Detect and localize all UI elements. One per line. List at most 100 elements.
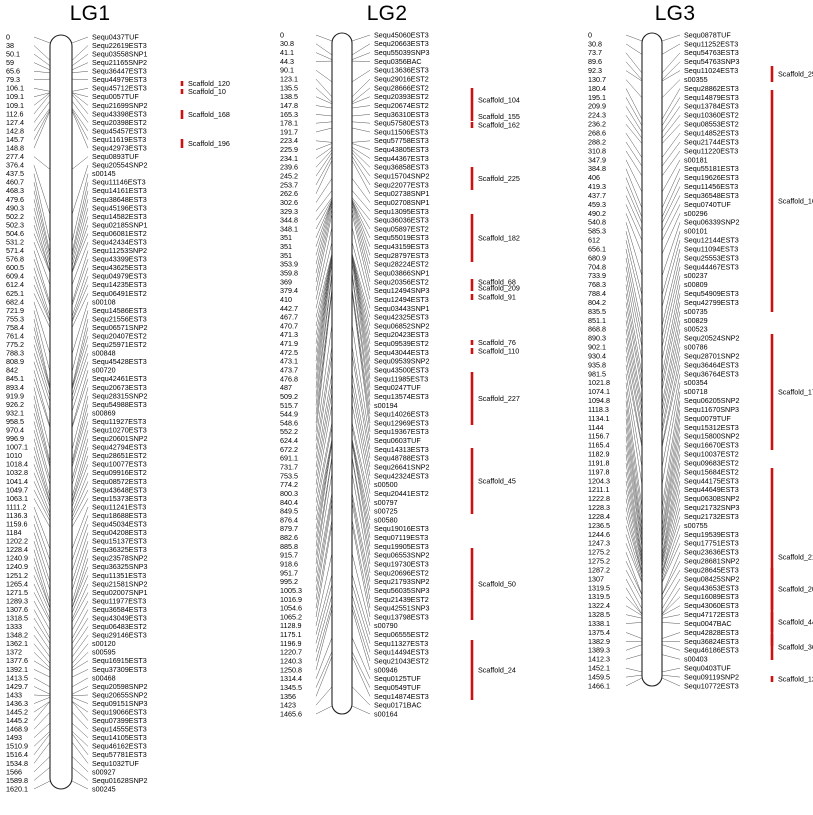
- position-label: 178.1: [280, 119, 298, 128]
- position-label: 209.9: [588, 102, 606, 111]
- marker-label: Sequ0079TUF: [684, 414, 731, 423]
- position-label: 437.5: [6, 169, 24, 178]
- marker-label: s00245: [92, 784, 116, 793]
- marker-label: Sequ11253SNP2: [92, 246, 147, 255]
- position-label: 1041.4: [6, 477, 28, 486]
- marker-label: Sequ26641SNP2: [374, 462, 430, 471]
- position-label: 442.7: [280, 304, 298, 313]
- position-label: 147.8: [280, 101, 298, 110]
- marker-label: Sequ02708SNP1: [374, 198, 430, 207]
- chromosome-bar-lg2: [331, 32, 353, 715]
- connector-lines: [315, 34, 371, 715]
- marker-label: Sequ18688EST3: [92, 511, 147, 520]
- position-label: 731.7: [280, 462, 298, 471]
- marker-label: Sequ45712EST3: [92, 84, 147, 93]
- position-label: 926.2: [6, 400, 24, 409]
- position-label: 106.1: [6, 84, 24, 93]
- marker-label: Sequ57758EST3: [374, 136, 429, 145]
- position-label: 1222.8: [588, 494, 610, 503]
- marker-label: Sequ06553SNP2: [374, 551, 430, 560]
- marker-label: Sequ02738SNP1: [374, 189, 430, 198]
- position-label: 245.2: [280, 171, 298, 180]
- marker-label: Sequ14586EST3: [92, 306, 147, 315]
- position-label: 0: [588, 30, 592, 39]
- marker-label: Sequ06852SNP2: [374, 321, 430, 330]
- marker-label: s00927: [92, 767, 116, 776]
- position-label: 758.4: [6, 323, 24, 332]
- position-label: 1063.1: [6, 494, 28, 503]
- marker-label-column: Sequ45060EST3Sequ20663EST3Sequ55039SNP3S…: [374, 30, 430, 718]
- marker-label: s00946: [374, 665, 398, 674]
- position-label: 571.4: [6, 246, 24, 255]
- position-label: 30.8: [588, 39, 602, 48]
- position-label: 473.1: [280, 357, 298, 366]
- position-label: 849.5: [280, 507, 298, 516]
- position-label: 1465.6: [280, 709, 302, 718]
- position-label: 1175.1: [280, 630, 301, 639]
- marker-label: Sequ12144EST3: [684, 236, 739, 245]
- marker-label: Sequ14313EST3: [374, 445, 429, 454]
- marker-label: s00468: [92, 673, 116, 682]
- marker-label: Sequ11327EST3: [374, 639, 428, 648]
- marker-label: Sequ0603TUF: [374, 436, 421, 445]
- marker-label: Sequ23636EST3: [684, 548, 739, 557]
- chromosome-bar-lg3: [641, 32, 663, 687]
- marker-label: Sequ45034EST3: [92, 519, 147, 528]
- position-label: 996.9: [6, 434, 24, 443]
- position-label: 127.4: [6, 118, 24, 127]
- marker-label: Sequ54763SNP3: [684, 57, 740, 66]
- marker-label: Sequ36325SNP3: [92, 562, 148, 571]
- position-label: 44.3: [280, 57, 294, 66]
- marker-label: Sequ02007SNP1: [92, 588, 148, 597]
- position-label: 721.9: [6, 306, 24, 315]
- position-label: 1007.1: [6, 443, 28, 452]
- position-label-column: 03850.15965.679.3106.1109.1109.1112.6127…: [6, 32, 28, 793]
- position-label: 135.5: [280, 83, 298, 92]
- scaffold-label: Scaffold_16: [778, 196, 813, 205]
- marker-label: Sequ02185SNP1: [92, 220, 148, 229]
- position-label: 1333: [6, 622, 22, 631]
- marker-label: s00720: [92, 366, 116, 375]
- marker-label: Sequ42324EST3: [374, 471, 429, 480]
- position-label: 406: [588, 173, 600, 182]
- marker-label: Sequ20598SNP2: [92, 682, 148, 691]
- position-label: 1228.3: [588, 503, 610, 512]
- marker-label: s00354: [684, 378, 708, 387]
- marker-label: Sequ11024EST3: [684, 66, 738, 75]
- marker-label: Sequ14235EST3: [92, 280, 147, 289]
- marker-label: Sequ06491EST2: [92, 289, 147, 298]
- position-label: 1510.9: [6, 742, 28, 751]
- marker-label: Sequ21581SNP2: [92, 579, 148, 588]
- marker-label: Sequ20407EST2: [92, 331, 147, 340]
- position-label: 268.6: [588, 129, 606, 138]
- marker-label: Sequ20524SNP2: [684, 334, 740, 343]
- marker-label: Sequ42325EST3: [374, 313, 429, 322]
- position-label: 419.3: [588, 182, 606, 191]
- position-label: 329.3: [280, 207, 298, 216]
- position-label: 691.1: [280, 454, 298, 463]
- marker-label: Sequ21744EST3: [684, 137, 739, 146]
- position-label: 467.7: [280, 313, 298, 322]
- marker-label: Sequ25553EST3: [684, 253, 739, 262]
- position-label: 1236.5: [588, 521, 610, 530]
- position-label: 733.9: [588, 271, 606, 280]
- marker-label: Sequ06571SNP2: [92, 323, 148, 332]
- marker-label: Sequ20663EST3: [374, 39, 429, 48]
- scaffold-label: Scaffold_124: [778, 674, 813, 683]
- marker-label: Sequ21699SNP2: [92, 101, 148, 110]
- marker-label: s00500: [374, 480, 398, 489]
- scaffold-label: Scaffold_91: [478, 292, 516, 301]
- position-label: 50.1: [6, 49, 20, 58]
- position-label: 680.9: [588, 253, 606, 262]
- marker-label: Sequ21732EST3: [684, 512, 739, 521]
- marker-label: s00786: [684, 343, 708, 352]
- position-label: 1244.6: [588, 530, 610, 539]
- position-label: 1111.2: [6, 502, 26, 511]
- position-label: 930.4: [588, 351, 606, 360]
- position-label: 509.2: [280, 392, 298, 401]
- marker-label: Sequ43060EST3: [684, 601, 739, 610]
- marker-label: Sequ21732SNP3: [684, 503, 740, 512]
- marker-label: Sequ0740TUF: [684, 200, 731, 209]
- scaffold-label: Scaffold_24: [478, 665, 516, 674]
- marker-label: Sequ0125TUF: [374, 674, 421, 683]
